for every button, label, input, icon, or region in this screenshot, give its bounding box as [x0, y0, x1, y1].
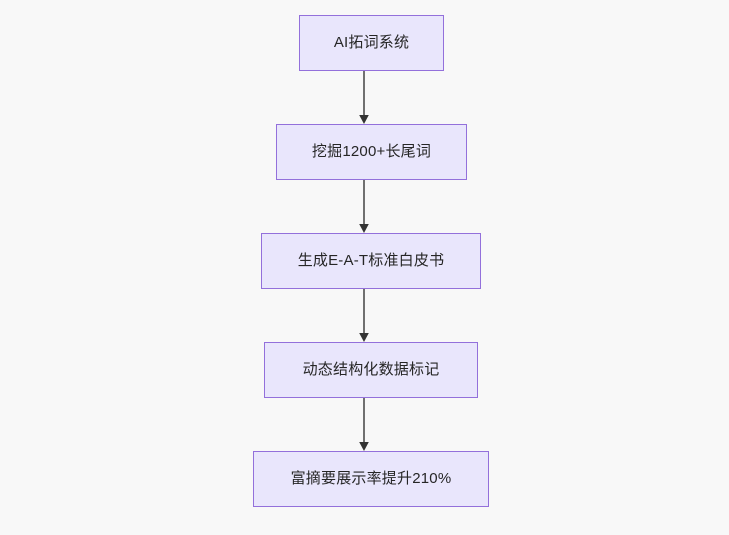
flow-arrow-1	[357, 71, 371, 124]
flow-node-n2[interactable]: 挖掘1200+长尾词	[276, 124, 467, 180]
flow-arrow-3	[357, 289, 371, 342]
flow-node-label: 挖掘1200+长尾词	[311, 143, 432, 160]
flow-arrow-4	[357, 398, 371, 451]
flow-node-label: 富摘要展示率提升210%	[290, 470, 452, 487]
flow-node-label: AI拓词系统	[333, 34, 410, 51]
flow-node-n3[interactable]: 生成E-A-T标准白皮书	[261, 233, 481, 289]
flow-node-label: 生成E-A-T标准白皮书	[297, 252, 445, 269]
flow-arrow-2	[357, 180, 371, 233]
flow-node-label: 动态结构化数据标记	[302, 361, 440, 378]
flow-node-n1[interactable]: AI拓词系统	[299, 15, 444, 71]
flow-node-n5[interactable]: 富摘要展示率提升210%	[253, 451, 489, 507]
flow-node-n4[interactable]: 动态结构化数据标记	[264, 342, 478, 398]
